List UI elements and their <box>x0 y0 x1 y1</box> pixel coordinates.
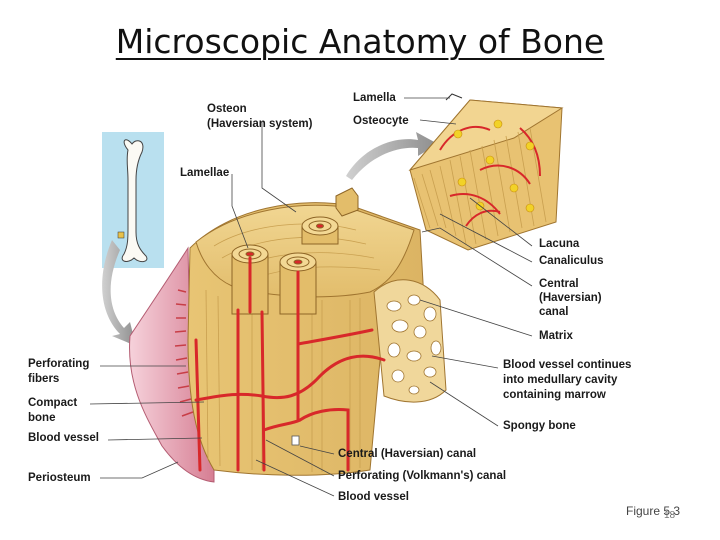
label-matrix: Matrix <box>539 330 573 343</box>
label-blood-vessel-continues-1: Blood vessel continues <box>503 359 631 372</box>
label-spongy-bone: Spongy bone <box>503 420 576 433</box>
slide-number: 18 <box>664 510 675 521</box>
label-perforating-1: Perforating <box>28 358 89 371</box>
label-blood-vessel-continues-3: containing marrow <box>503 389 606 402</box>
label-blood-vessel-bottom: Blood vessel <box>338 491 409 504</box>
label-haversian: (Haversian) <box>539 292 602 305</box>
label-blood-vessel-left: Blood vessel <box>28 432 99 445</box>
label-lamellae: Lamellae <box>180 167 229 180</box>
label-central: Central <box>539 278 579 291</box>
label-lamella: Lamella <box>353 92 396 105</box>
label-lacuna: Lacuna <box>539 238 579 251</box>
label-compact-2: bone <box>28 412 55 425</box>
label-compact-1: Compact <box>28 397 77 410</box>
osteon-magnified <box>410 94 562 250</box>
label-periosteum: Periosteum <box>28 472 91 485</box>
label-canaliculus: Canaliculus <box>539 255 604 268</box>
label-blood-vessel-continues-2: into medullary cavity <box>503 374 617 387</box>
spongy-bone <box>374 280 446 402</box>
label-central-canal: Central (Haversian) canal <box>338 448 476 461</box>
label-perforating-2: fibers <box>28 373 59 386</box>
label-osteocyte: Osteocyte <box>353 115 409 128</box>
label-haversian-system: (Haversian system) <box>207 118 312 131</box>
label-canal: canal <box>539 306 568 319</box>
central-canal-marker <box>292 436 299 445</box>
label-osteon: Osteon <box>207 103 247 116</box>
label-perforating-canal: Perforating (Volkmann's) canal <box>338 470 506 483</box>
